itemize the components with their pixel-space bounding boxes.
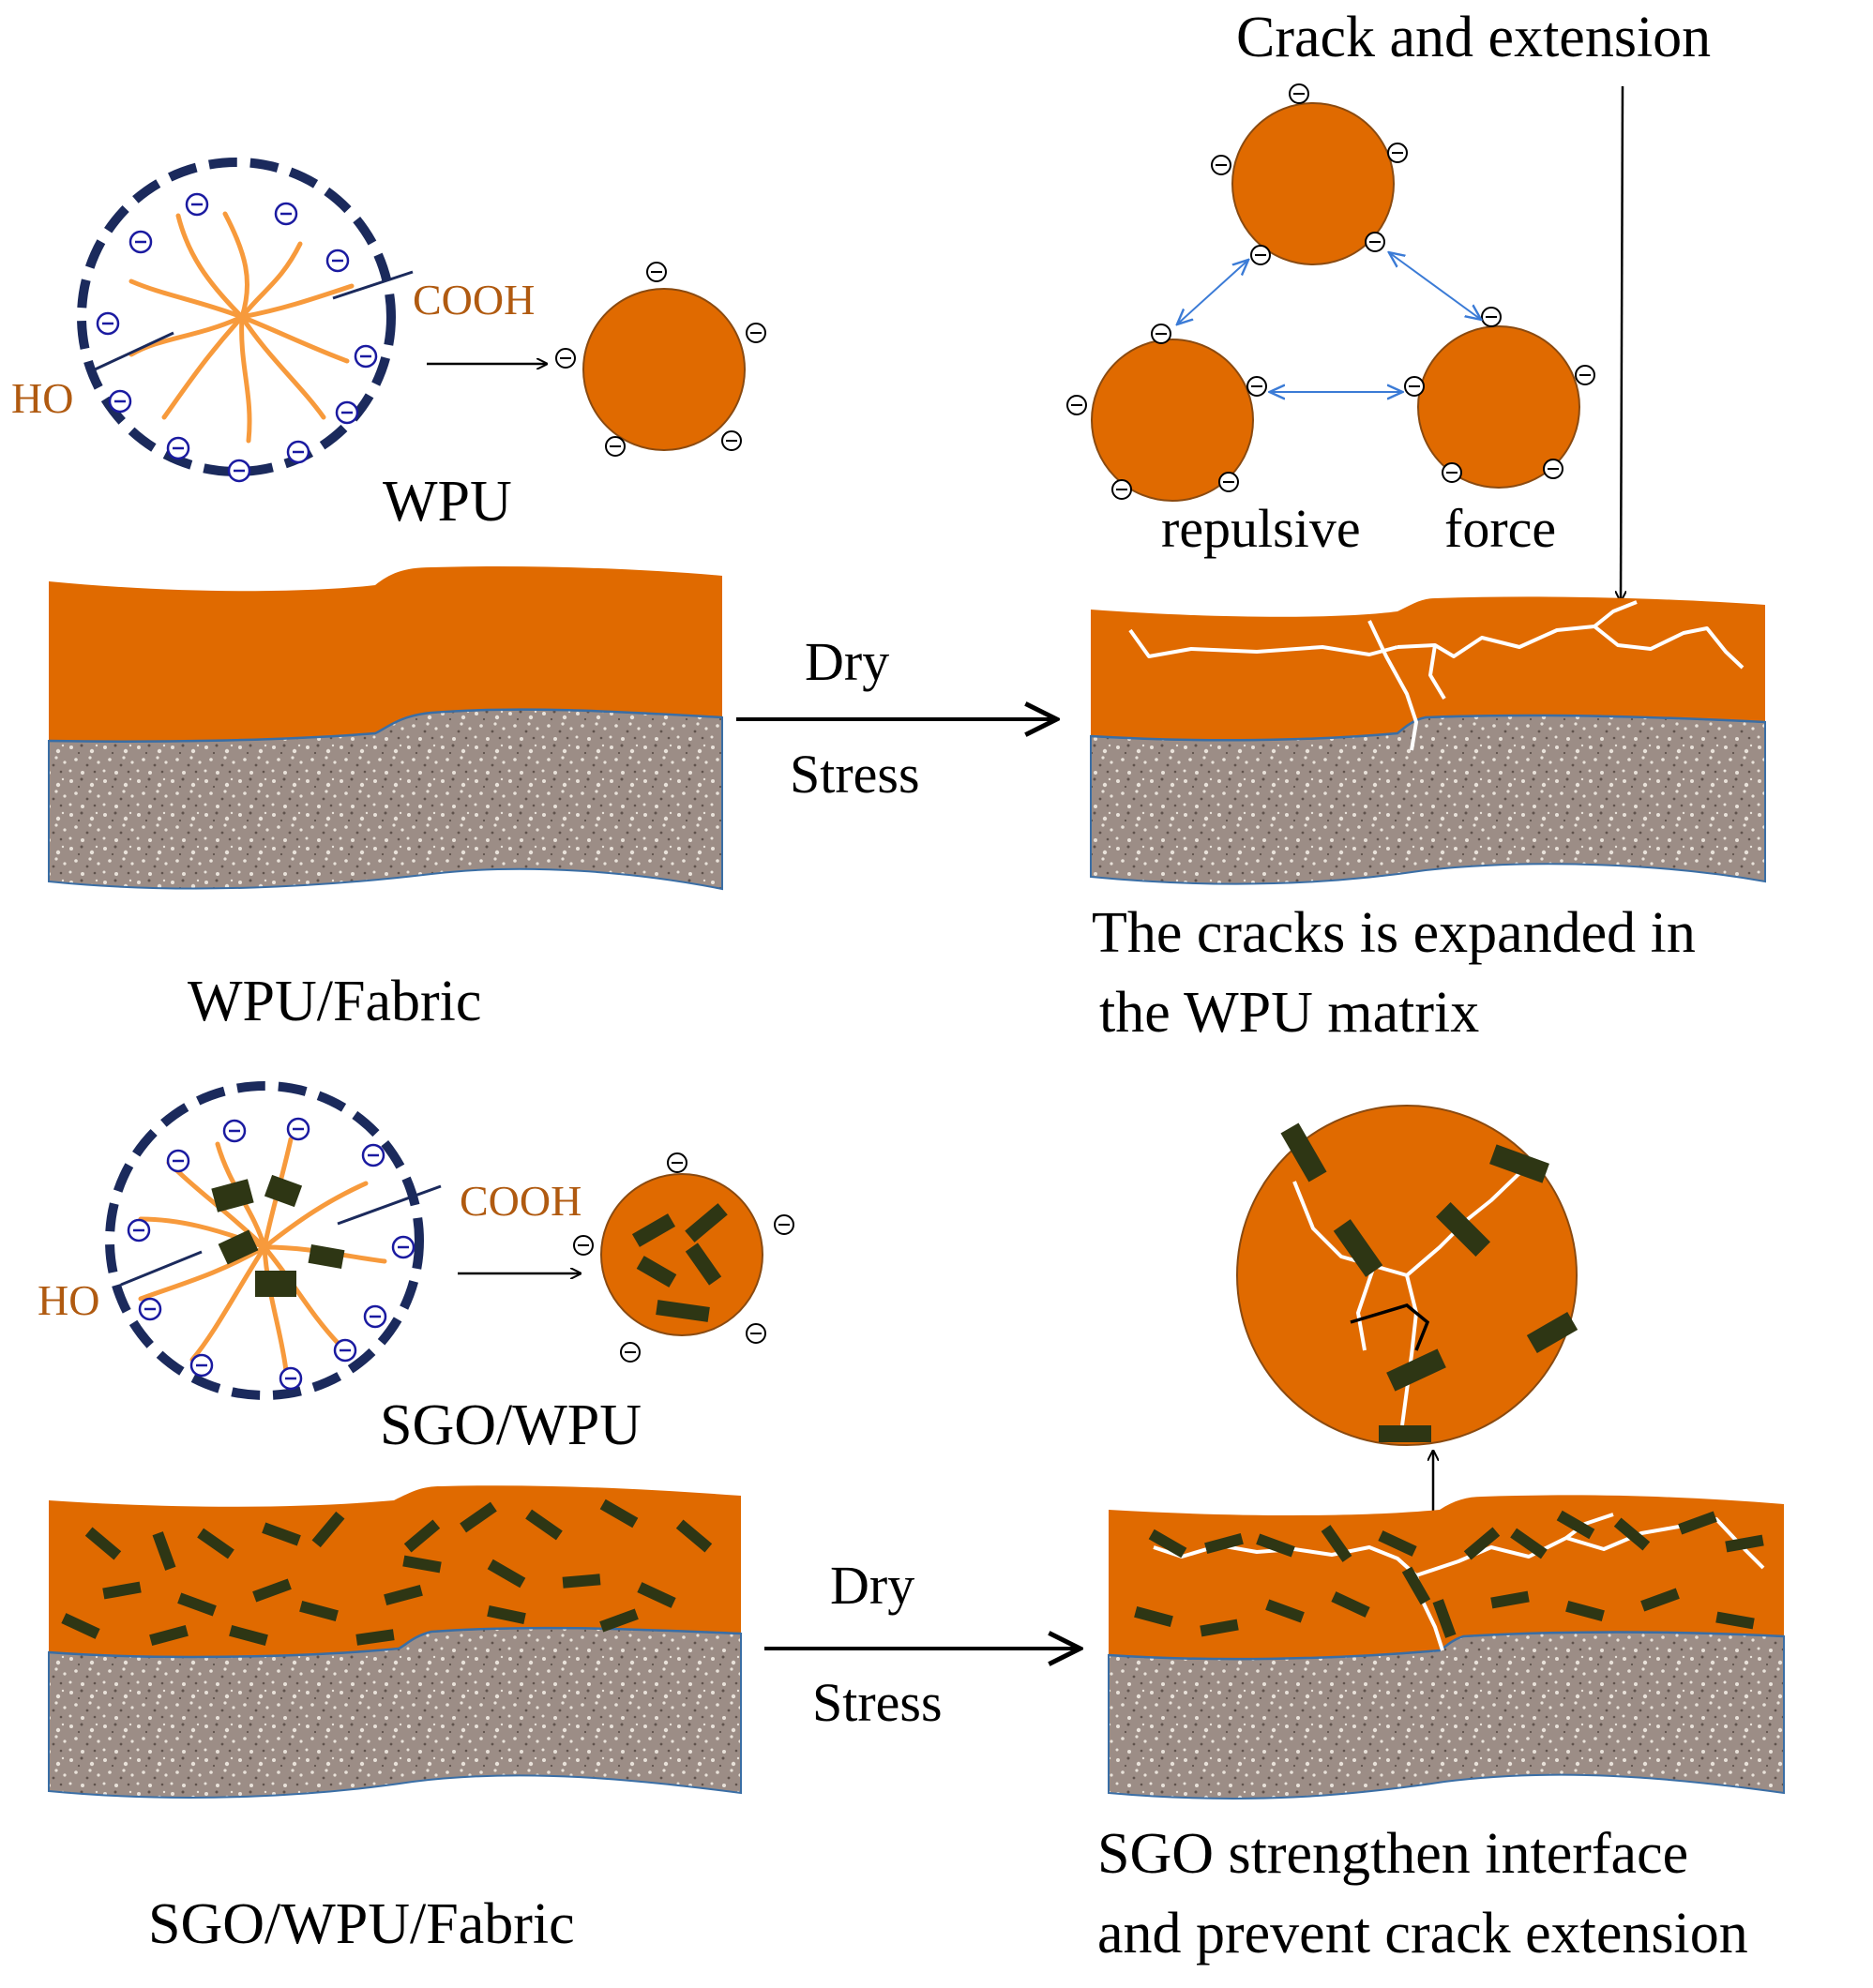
sgo-caption-line2: and prevent crack extension [1097,1902,1748,1965]
wpu-layer-top-left [49,566,722,742]
wpu-micelle [77,158,414,483]
particle-left [1091,339,1254,502]
wpu-fabric-layers [48,566,723,891]
sgo-reinforced-layers [1108,1495,1785,1800]
sgo-wpu-fabric-label: SGO/WPU/Fabric [148,1892,575,1956]
cracks-caption-line1: The cracks is expanded in [1092,901,1696,965]
sgo-wpu-fabric-layers [48,1485,742,1799]
cracks-caption-line2: the WPU matrix [1099,981,1479,1045]
ho-label-bottom: HO [38,1276,99,1324]
cooh-label-bottom: COOH [460,1177,582,1225]
cracked-wpu-layers [1090,596,1766,885]
stress-label-top: Stress [790,744,920,805]
wpu-micelle-chains [128,211,355,444]
sgo-wpu-micelle [105,1081,442,1400]
particle-right [1417,325,1580,489]
force-label: force [1444,498,1556,559]
sgo-wpu-label: SGO/WPU [380,1393,642,1457]
magnified-interface-view [1236,1105,1578,1446]
cooh-label-top: COOH [413,276,535,324]
sgo-caption-line1: SGO strengthen interface [1097,1822,1688,1886]
particle-top [1231,102,1395,265]
wpu-fabric-label: WPU/Fabric [188,970,481,1033]
wpu-label: WPU [383,470,512,534]
dry-label-bottom: Dry [830,1555,914,1616]
wpu-particle [555,262,766,457]
repulsive-label: repulsive [1161,498,1361,559]
crack-lines-top [1128,600,1745,751]
wpu-micelle-charges [96,192,378,483]
sgo-wpu-particle [573,1152,794,1363]
dry-label-top: Dry [805,631,889,692]
crack-pointer-arrow [1621,85,1623,600]
sgo-sheets-micelle [211,1174,345,1297]
repulsive-force-arrows [1178,253,1480,392]
stress-label-bottom: Stress [812,1672,943,1733]
sgo-sheets-layer-left [61,1499,713,1646]
repelling-particles [1066,83,1595,502]
ho-label-top: HO [11,374,73,422]
crack-and-extension-label: Crack and extension [1236,6,1711,69]
sgo-sheets-layer-right [1134,1510,1764,1638]
sgo-sheets-magnified [1280,1122,1578,1442]
